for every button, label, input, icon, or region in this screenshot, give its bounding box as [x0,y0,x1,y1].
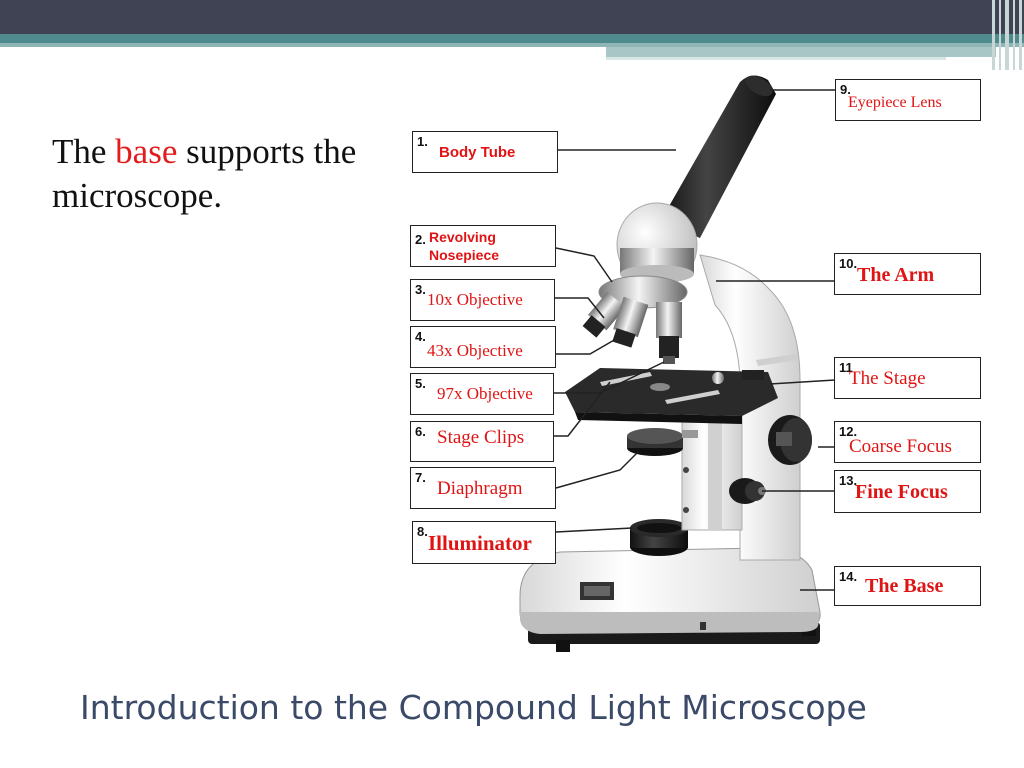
label-text: Revolving Nosepiece [429,229,500,263]
leader-97x [554,361,665,394]
label-text: Eyepiece Lens [848,94,942,111]
leader-diaphragm [555,451,639,489]
head-drawing [616,202,698,288]
header-accent-band-light [0,43,1024,47]
label-number: 10. [839,256,858,271]
label-fine-focus: 13. Fine Focus [834,470,981,513]
label-text: The Base [865,575,944,597]
label-number: 12. [839,424,858,439]
header-bar [0,0,1024,34]
label-text: 97x Objective [437,384,533,403]
label-number: 6. [415,424,426,439]
label-the-arm: 10. The Arm [834,253,981,295]
nosepiece-drawing [582,275,688,364]
label-number: 9. [840,82,851,97]
label-number: 7. [415,470,426,485]
label-number: 3. [415,282,426,297]
body-tube-drawing [660,75,776,238]
label-text: Stage Clips [437,427,525,448]
focus-knobs-drawing [729,415,812,504]
label-text: Coarse Focus [849,436,952,457]
label-eyepiece-lens: 9. Eyepiece Lens [835,79,981,121]
illuminator-drawing [630,519,688,556]
label-number: 14. [839,569,858,584]
diaphragm-drawing [627,428,698,456]
label-body-tube: 1. Body Tube [412,131,558,173]
label-revolving-nosepiece: 2. Revolving Nosepiece [410,225,556,267]
label-number: 4. [415,329,426,344]
label-text: 43x Objective [427,341,523,360]
header-accent-band [0,34,1024,43]
label-number: 1. [417,134,428,149]
label-text: 10x Objective [427,290,523,309]
label-number: 2. [415,232,426,247]
leader-lines [554,89,836,591]
label-text: The Arm [857,264,935,286]
label-stage-clips: 6. Stage Clips [410,421,554,462]
label-number: 11 [839,360,853,375]
intro-highlight: base [115,132,178,171]
leader-stage-clips [554,381,611,437]
label-text: The Stage [849,368,926,389]
label-the-base: 14. The Base [834,566,981,606]
header-accent-strip-thin [606,57,946,60]
base-drawing [519,547,821,652]
label-text: Illuminator [428,531,532,555]
intro-text-end: supports the microscope. [52,132,357,215]
leader-10x [555,297,605,319]
label-the-stage: 11 The Stage [834,357,981,399]
label-text: Diaphragm [437,478,523,499]
slide-title: Introduction to the Compound Light Micro… [80,688,867,727]
label-illuminator: 8. Illuminator [412,521,556,564]
label-text: Body Tube [439,144,516,161]
label-number: 13. [839,473,858,488]
label-43x-objective: 4. 43x Objective [410,326,556,368]
label-number: 5. [415,376,426,391]
leader-stage [769,379,836,385]
intro-text: The base supports the microscope. [52,130,392,218]
label-10x-objective: 3. 10x Objective [410,279,555,321]
label-diaphragm: 7. Diaphragm [410,467,556,509]
label-number: 8. [417,524,428,539]
intro-text-start: The [52,132,116,171]
leader-nosepiece [555,247,613,283]
leader-43x [556,331,629,355]
corner-decoration [990,0,1024,70]
label-coarse-focus: 12. Coarse Focus [834,421,981,463]
leader-illuminator [555,527,633,533]
header-accent-strip [606,47,996,57]
stage-drawing [565,354,798,424]
label-97x-objective: 5. 97x Objective [410,373,554,415]
label-text: Fine Focus [855,481,948,503]
